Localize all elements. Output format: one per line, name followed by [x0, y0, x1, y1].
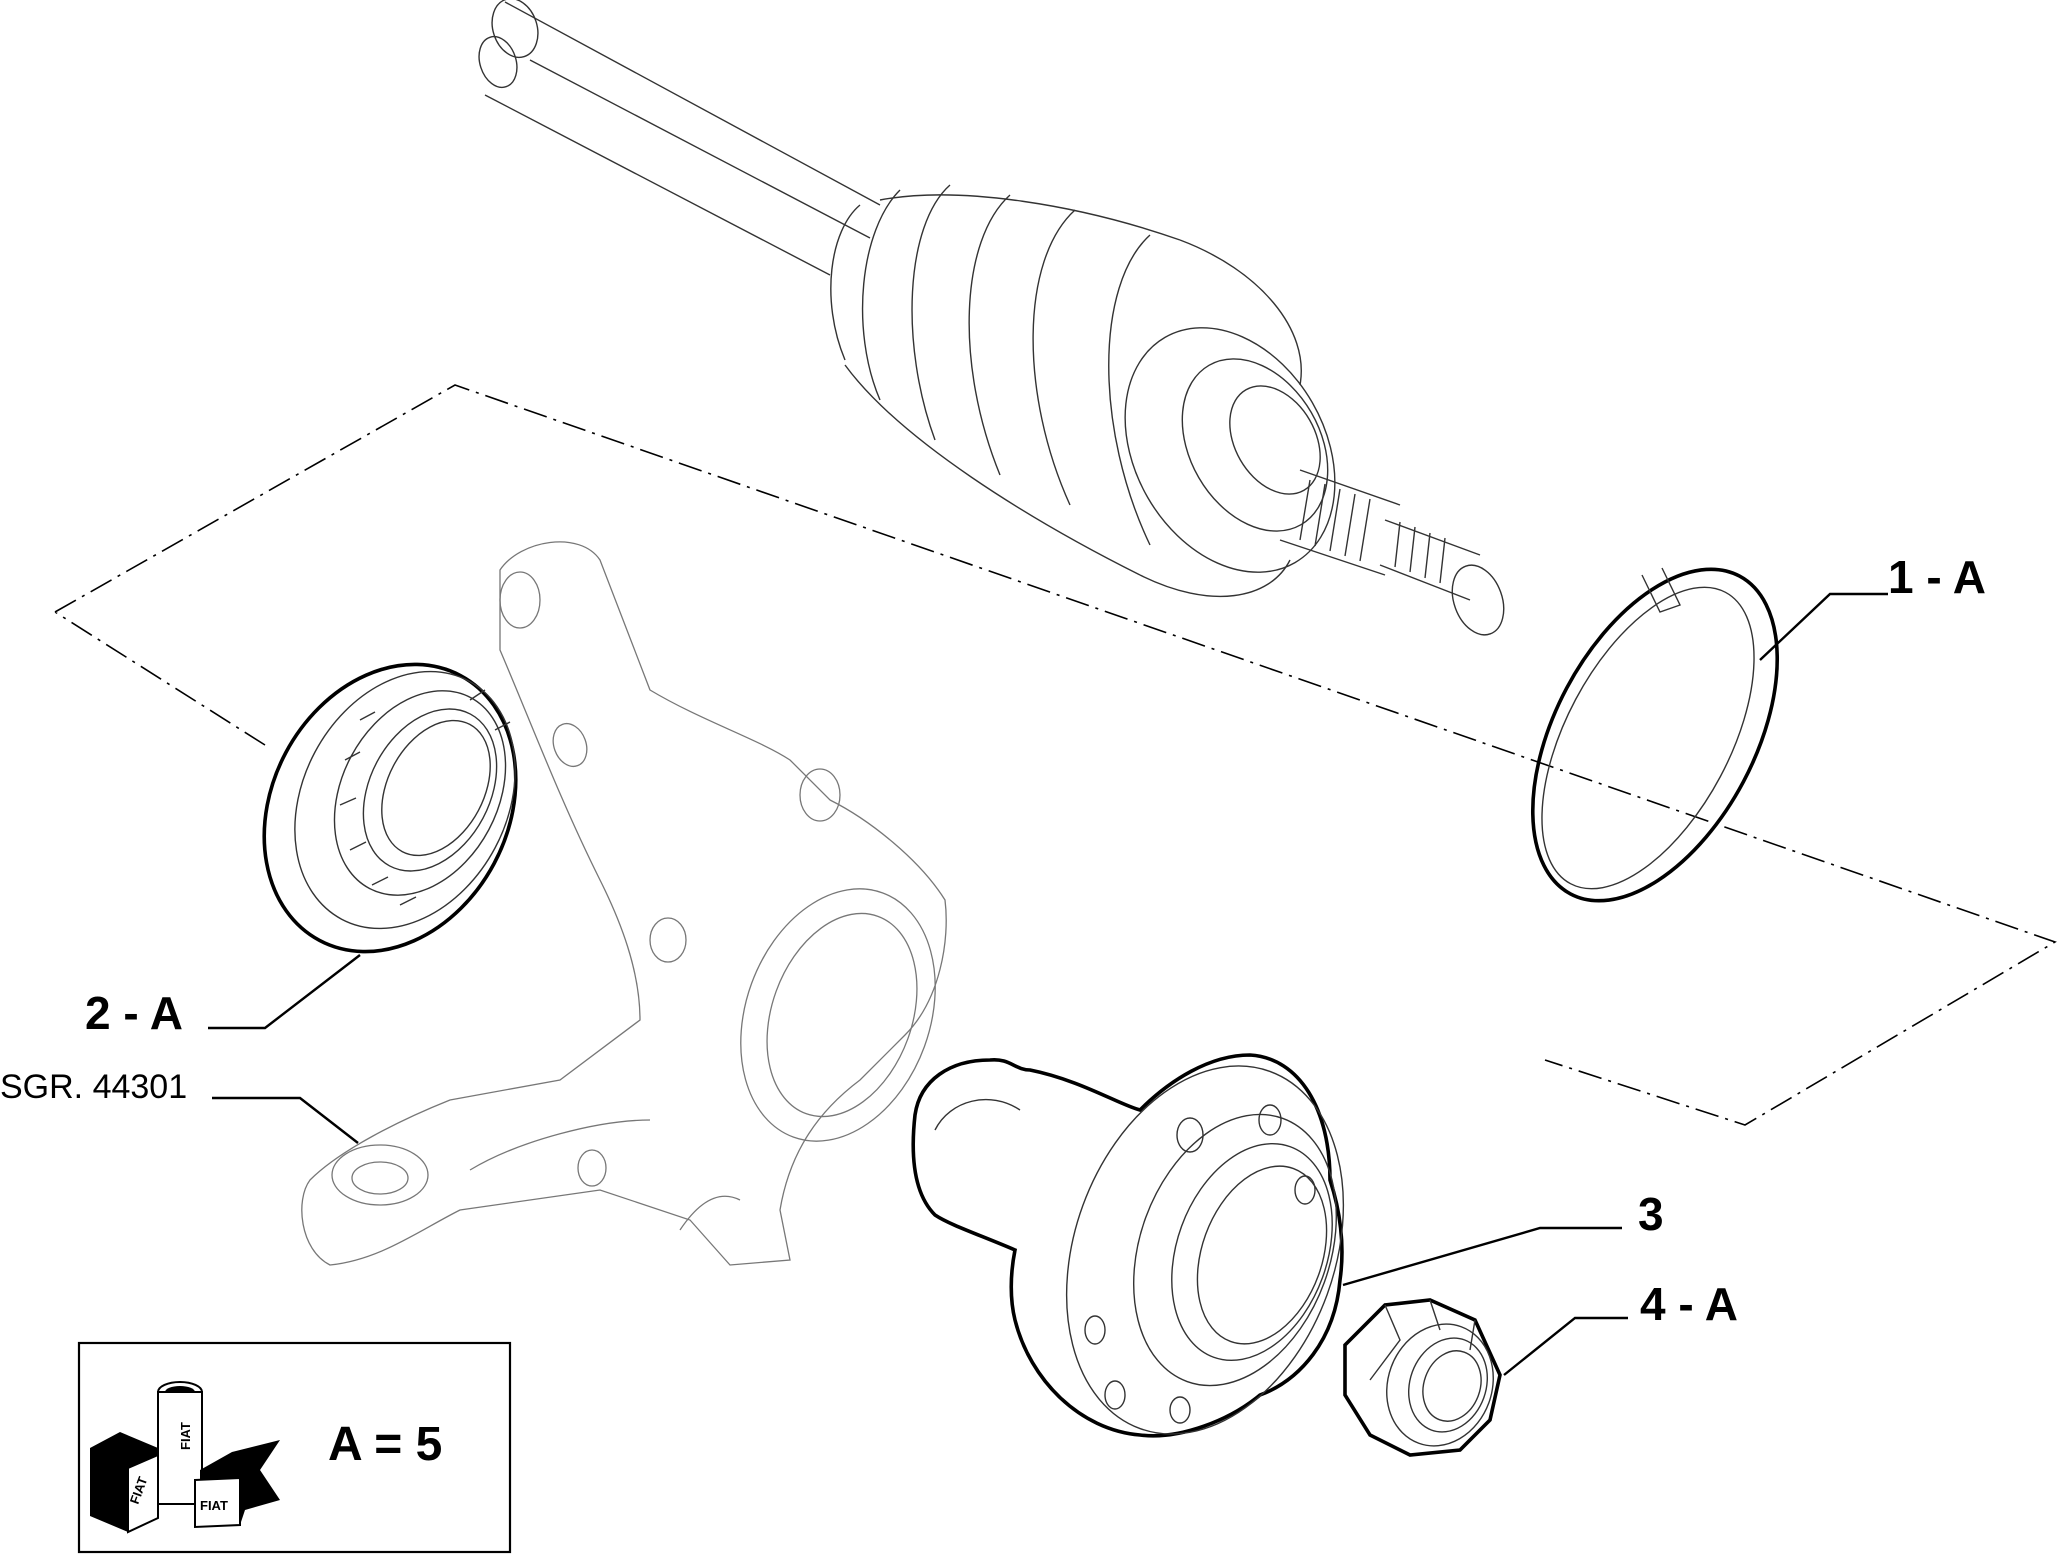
leader-line-part4 — [1503, 1316, 1628, 1376]
circlip-ring — [1530, 567, 1780, 903]
leader-line-part2 — [208, 954, 361, 1030]
wheel-hub — [911, 1053, 1345, 1438]
legend-box: FIAT FIAT FIAT A = 5 — [77, 1341, 512, 1554]
callout-part2: 2 - A — [85, 987, 183, 1039]
callout-part1: 1 - A — [1888, 551, 1986, 603]
callout-part3: 3 — [1638, 1188, 1664, 1240]
fiat-lubricant-kit-icon: FIAT FIAT FIAT — [90, 1381, 280, 1534]
steering-knuckle — [301, 541, 947, 1266]
leader-line-sgr — [212, 1096, 359, 1144]
svg-text:FIAT: FIAT — [178, 1422, 193, 1450]
leader-line-part1 — [1759, 592, 1888, 661]
svg-text:FIAT: FIAT — [200, 1498, 228, 1513]
wheel-bearing — [262, 662, 518, 954]
leader-line-part3 — [1342, 1226, 1622, 1287]
callout-part4: 4 - A — [1640, 1278, 1738, 1330]
assembly-outline — [54, 384, 2057, 1126]
callout-subgroup-ref: SGR. 44301 — [0, 1068, 187, 1106]
hub-nut — [1343, 1298, 1502, 1457]
legend-equation: A = 5 — [328, 1418, 442, 1471]
drive-shaft-cv-joint — [478, 0, 1505, 636]
